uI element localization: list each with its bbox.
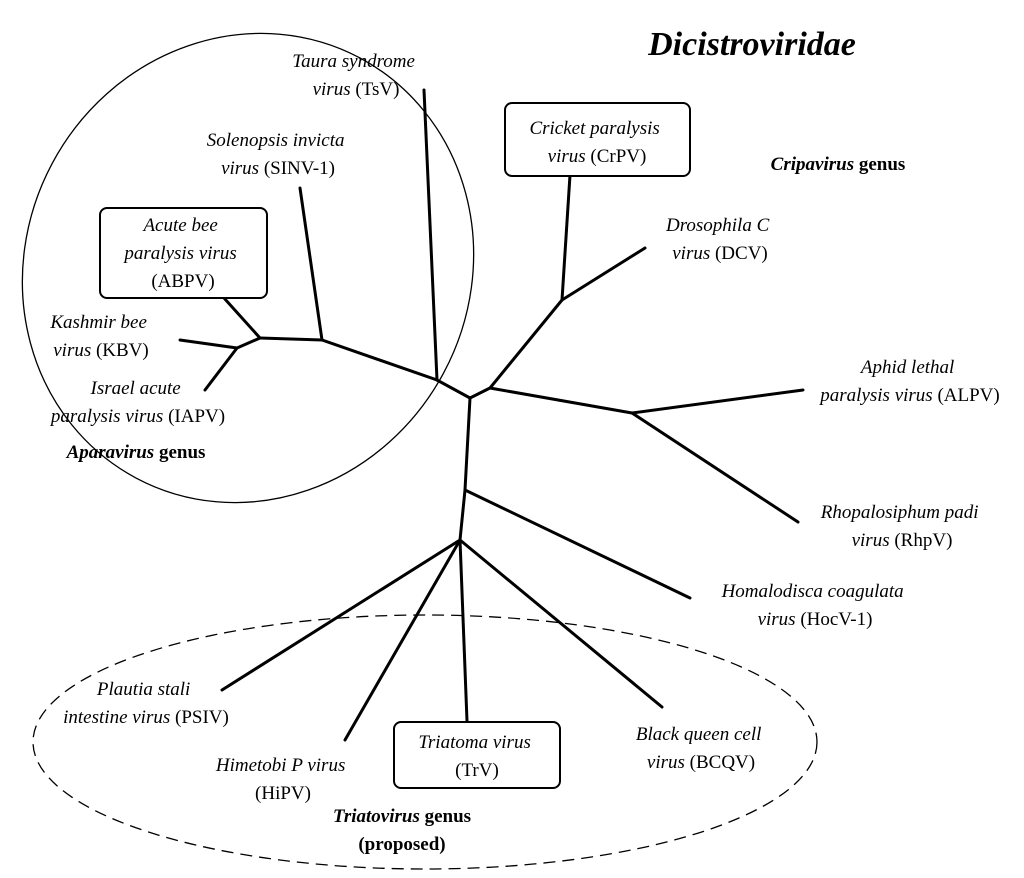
branch-kbv-iapv-node: [235, 336, 262, 350]
branch-alpv: [630, 388, 805, 415]
branch-crpv: [560, 173, 572, 302]
taxon-label-alpv: Aphid lethal paralysis virus (ALPV): [818, 357, 999, 406]
taxon-label-bcqv: Black queen cell virus (BCQV): [636, 724, 766, 773]
taxon-label-iapv: Israel acute paralysis virus (IAPV): [49, 378, 225, 427]
tree-branches: [178, 88, 805, 742]
abpv-box: [99, 207, 268, 299]
taxon-label-trv: Triatoma virus (TrV): [418, 732, 535, 781]
branch-kbv: [178, 338, 239, 350]
branch-hipv: [343, 538, 462, 742]
branch-rhpv: [630, 411, 800, 524]
crpv-box: [504, 102, 691, 177]
branch-sinv: [298, 186, 324, 342]
branch-psiv: [220, 538, 462, 692]
branch-cripavirus-clade: [468, 298, 564, 400]
branch-hocv: [463, 488, 692, 600]
branch-aparavirus-clade: [258, 336, 472, 400]
taxon-label-hipv: Himetobi P virus (HiPV): [215, 755, 350, 804]
triatovirus-genus-label: Triatovirus genus: [333, 806, 471, 827]
taxon-label-crpv: Cricket paralysis virus (CrPV): [529, 118, 664, 167]
triatovirus-proposed-note: (proposed): [358, 834, 445, 855]
taxon-label-psiv: Plautia stali intestine virus (PSIV): [63, 679, 229, 728]
branch-trv: [458, 538, 469, 723]
branch-dcv: [560, 246, 647, 302]
aparavirus-genus-label: Aparavirus genus: [66, 442, 206, 463]
taxon-label-tsv: Taura syndrome virus (TsV): [292, 51, 419, 100]
diagram-title: Dicistroviridae: [647, 26, 856, 63]
branch-tsv: [422, 88, 439, 382]
branch-bcqv: [458, 538, 664, 709]
taxon-label-rhpv: Rhopalosiphum padi virus (RhpV): [820, 502, 984, 551]
taxon-label-kbv: Kashmir bee virus (KBV): [49, 312, 151, 361]
cripavirus-genus-label: Cripavirus genus: [771, 154, 906, 175]
branch-iapv: [203, 346, 239, 392]
branch-alpv-rhpv-clade: [488, 386, 634, 415]
taxon-label-dcv: Drosophila C virus (DCV): [665, 215, 774, 264]
taxon-label-sinv: Solenopsis invicta virus (SINV-1): [207, 130, 349, 179]
aparavirus-group-oval: [21, 32, 475, 504]
triatovirus-group-oval: [32, 614, 818, 870]
taxon-label-hocv: Homalodisca coagulata virus (HocV-1): [721, 581, 909, 630]
branch-backbone: [458, 396, 472, 542]
branch-abpv: [222, 296, 262, 340]
taxon-label-abpv: Acute bee paralysis virus (ABPV): [122, 215, 241, 292]
trv-box: [393, 721, 561, 789]
